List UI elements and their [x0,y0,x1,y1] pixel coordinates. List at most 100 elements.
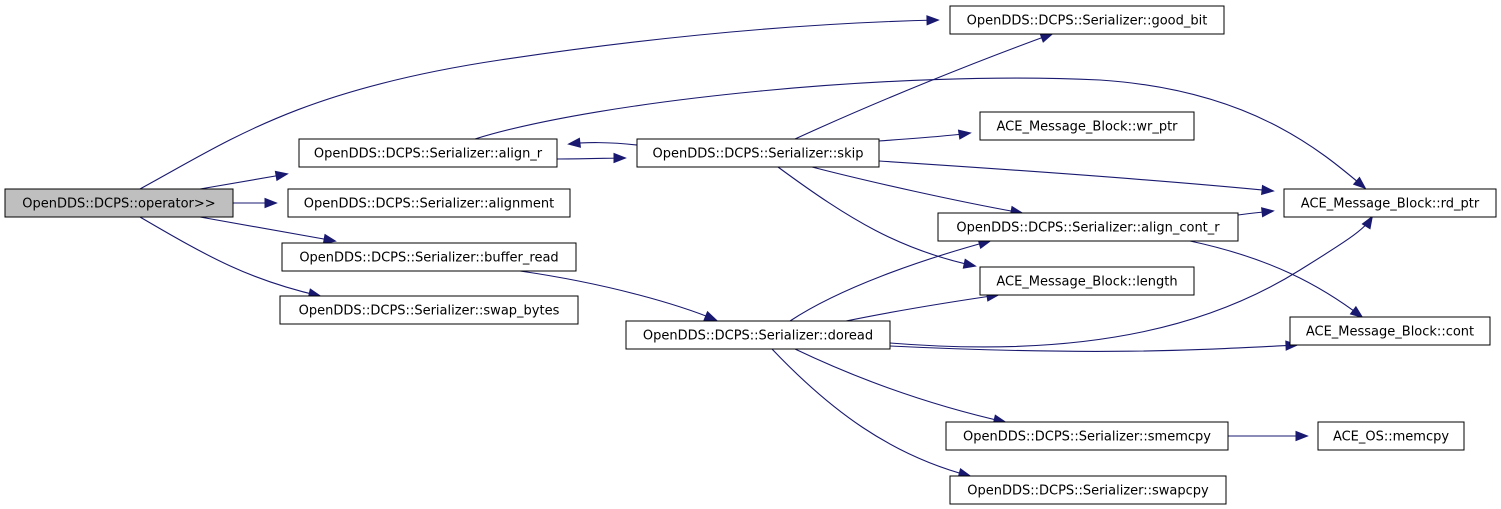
edge-line [889,216,1373,348]
edge-line [794,348,1006,423]
edge-line [789,240,991,322]
edge-line [771,348,971,477]
node-buffer-read[interactable]: OpenDDS::DCPS::Serializer::buffer_read [281,242,577,272]
edge-skip-to-align_cont_r [811,166,1024,217]
node-box [281,242,577,272]
edge-line [474,77,1366,189]
node-label: OpenDDS::DCPS::Serializer::swapcpy [967,484,1209,499]
node-label: OpenDDS::DCPS::Serializer::buffer_read [299,251,558,266]
node-label: OpenDDS::DCPS::Serializer::smemcpy [963,430,1211,445]
edge-line [878,132,971,142]
graph-nodes: OpenDDS::DCPS::operator>>OpenDDS::DCPS::… [4,5,1497,505]
edge-line [139,19,939,190]
node-label: OpenDDS::DCPS::Serializer::align_r [314,147,543,162]
edge-line [811,166,1023,214]
node-box [636,138,880,168]
arrowhead-icon [322,233,337,245]
node-operator: OpenDDS::DCPS::operator>> [4,188,234,218]
arrowhead-icon [567,137,581,148]
node-label: OpenDDS::DCPS::Serializer::swap_bytes [299,304,560,319]
arrowhead-icon [274,170,289,182]
node-align-cont-r[interactable]: OpenDDS::DCPS::Serializer::align_cont_r [937,212,1239,242]
edge-line [139,216,321,297]
node-label: ACE_Message_Block::length [996,275,1177,290]
edge-doread-to-length [845,291,1000,322]
node-box [979,266,1195,296]
edge-skip-to-length [777,166,977,269]
edge-line [794,33,1053,140]
node-box [279,295,579,325]
node-box [1283,188,1497,218]
node-align-r[interactable]: OpenDDS::DCPS::Serializer::align_r [298,138,558,168]
arrowhead-icon [962,258,977,269]
node-label: ACE_Message_Block::rd_ptr [1301,197,1480,212]
edge-operator-to-good_bit [139,15,940,190]
node-label: OpenDDS::DCPS::Serializer::skip [653,147,864,162]
edge-buffer_read-to-doread [519,270,718,321]
node-wr-ptr[interactable]: ACE_Message_Block::wr_ptr [979,111,1195,141]
node-box [937,212,1239,242]
arrowhead-icon [613,152,627,164]
node-box [949,5,1225,35]
node-box [298,138,558,168]
edge-line [199,216,336,242]
node-box [949,475,1227,505]
node-box [979,111,1195,141]
arrowhead-icon [926,15,940,26]
edge-line [777,166,976,267]
arrowhead-icon [957,129,972,140]
node-label: OpenDDS::DCPS::Serializer::good_bit [967,14,1208,29]
arrowhead-icon [1039,32,1054,43]
edge-doread-to-align_cont_r [789,239,992,322]
node-label: OpenDDS::DCPS::Serializer::align_cont_r [956,221,1220,236]
node-box [4,188,234,218]
edge-line [878,160,1274,192]
edge-smemcpy-to-memcpy [1228,430,1309,442]
edge-operator-to-buffer_read [199,216,337,245]
node-box [1289,316,1491,346]
edge-align_cont_r-to-cont [1189,240,1364,319]
arrowhead-icon [1261,207,1275,218]
arrowhead-icon [1295,430,1309,442]
node-label: OpenDDS::DCPS::operator>> [22,197,215,212]
node-smemcpy[interactable]: OpenDDS::DCPS::Serializer::smemcpy [945,421,1229,451]
node-alignment[interactable]: OpenDDS::DCPS::Serializer::alignment [287,188,571,218]
node-swapcpy[interactable]: OpenDDS::DCPS::Serializer::swapcpy [949,475,1227,505]
node-memcpy[interactable]: ACE_OS::memcpy [1317,421,1465,451]
node-cont[interactable]: ACE_Message_Block::cont [1289,316,1491,346]
node-length[interactable]: ACE_Message_Block::length [979,266,1195,296]
edge-operator-to-alignment [233,197,278,209]
node-doread[interactable]: OpenDDS::DCPS::Serializer::doread [625,320,891,350]
node-box [945,421,1229,451]
node-swap-bytes[interactable]: OpenDDS::DCPS::Serializer::swap_bytes [279,295,579,325]
node-good-bit[interactable]: OpenDDS::DCPS::Serializer::good_bit [949,5,1225,35]
edge-align_cont_r-to-rd_ptr [1237,207,1275,218]
node-box [625,320,891,350]
node-rd-ptr[interactable]: ACE_Message_Block::rd_ptr [1283,188,1497,218]
edge-line [1189,240,1363,318]
node-label: ACE_OS::memcpy [1333,430,1449,445]
edge-doread-to-rd_ptr [889,215,1374,348]
arrowhead-icon [1361,215,1374,230]
edge-line [519,270,717,321]
edge-line [889,344,1298,352]
node-label: ACE_Message_Block::cont [1306,325,1474,340]
edge-align_r-to-rd_ptr [474,77,1367,190]
node-skip[interactable]: OpenDDS::DCPS::Serializer::skip [636,138,880,168]
graph-edges [139,15,1374,479]
arrowhead-icon [264,197,278,209]
node-box [1317,421,1465,451]
node-label: OpenDDS::DCPS::Serializer::alignment [304,197,554,212]
arrowhead-icon [1261,184,1275,196]
edge-doread-to-smemcpy [794,348,1007,425]
edge-operator-to-align_r [199,170,289,190]
edge-skip-to-rd_ptr [878,160,1275,196]
edge-doread-to-swapcpy [771,348,972,479]
arrowhead-icon [703,310,718,321]
edge-align_r-to-skip [556,152,627,164]
edge-line [845,294,999,322]
arrowhead-icon [1352,176,1367,190]
node-label: ACE_Message_Block::wr_ptr [996,120,1178,135]
edge-line [199,173,288,190]
